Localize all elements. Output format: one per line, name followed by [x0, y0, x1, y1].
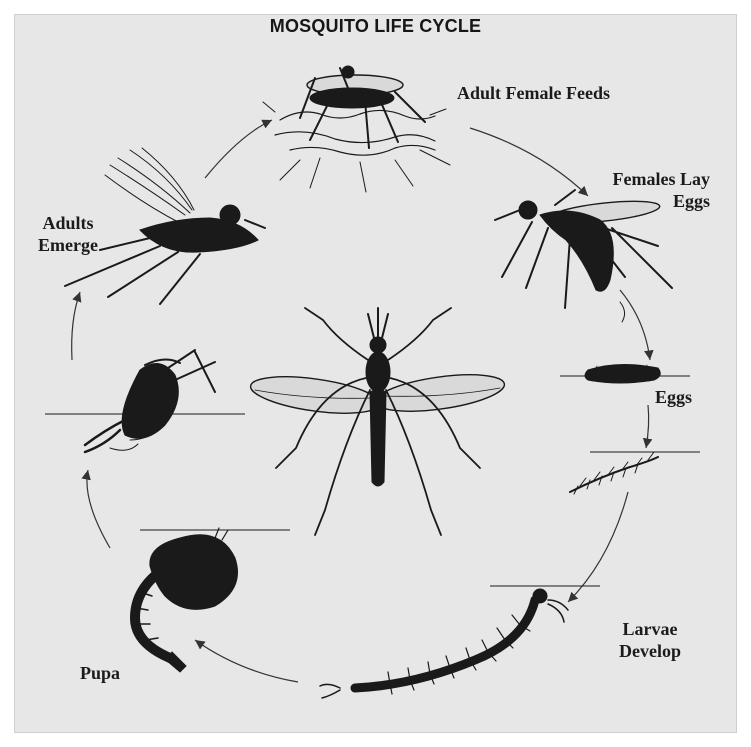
label-adult-female-feeds: Adult Female Feeds	[457, 82, 610, 104]
central-adult-mosquito-icon	[248, 308, 506, 535]
arrow-eggs-to-larvae-young	[646, 405, 649, 448]
young-larvae-icon	[570, 452, 700, 494]
label-adults-emerge-line1: Adults	[28, 212, 108, 234]
label-females-lay-eggs: Females Lay Eggs	[600, 168, 710, 212]
eggs-raft-icon	[560, 364, 690, 383]
label-larvae-develop-line1: Larvae	[605, 618, 695, 640]
label-eggs: Eggs	[655, 386, 692, 408]
label-larvae-develop-line2: Develop	[605, 640, 695, 662]
adult-female-feeds-icon	[263, 66, 450, 192]
arrow-lay-to-eggs	[620, 290, 650, 360]
arrow-pupa-to-emerge	[87, 470, 110, 548]
arrow-larvae-to-pupa	[195, 640, 298, 682]
label-larvae-develop: Larvae Develop	[605, 618, 695, 662]
larva-icon	[320, 586, 600, 698]
emerging-adult-icon	[45, 350, 245, 452]
arrow-feeds-to-lay	[470, 128, 588, 196]
label-females-lay-eggs-line2: Eggs	[600, 190, 710, 212]
arrow-emerge-to-feeds	[205, 120, 272, 178]
label-pupa: Pupa	[80, 662, 120, 684]
label-adults-emerge-line2: Emerge	[28, 234, 108, 256]
pupa-icon	[135, 528, 290, 672]
label-females-lay-eggs-line1: Females Lay	[600, 168, 710, 190]
arrow-water-to-adults	[72, 292, 80, 360]
label-adults-emerge: Adults Emerge	[28, 212, 108, 256]
